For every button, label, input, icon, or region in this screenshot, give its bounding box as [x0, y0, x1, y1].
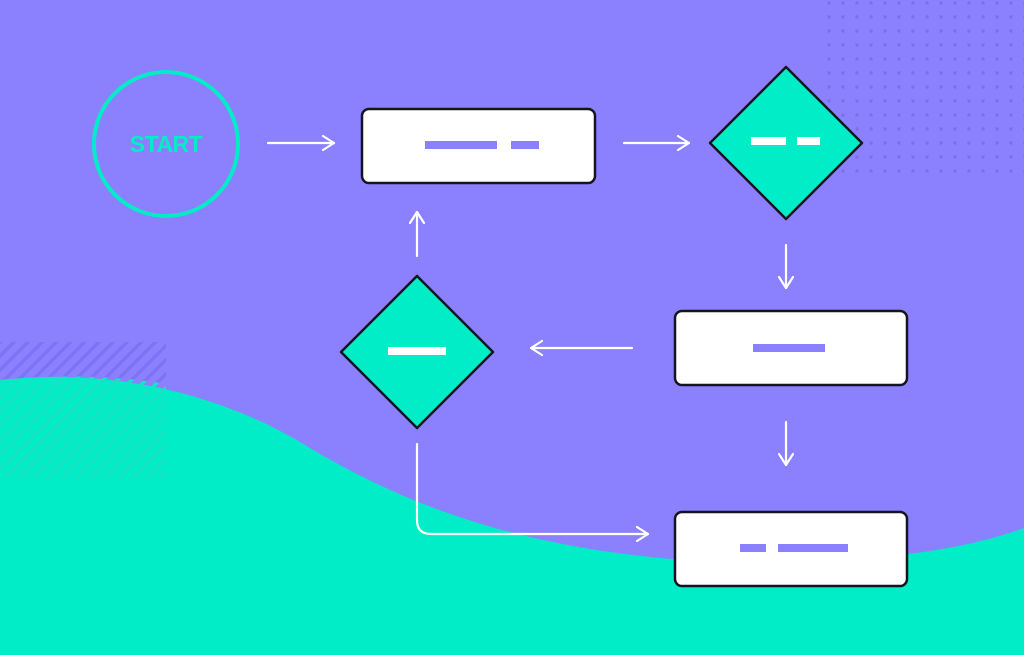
placeholder-bar: [511, 141, 539, 149]
decision-node-1: [708, 65, 864, 221]
placeholder-bar: [753, 344, 825, 352]
process-node-1: [360, 107, 597, 185]
process-node-3: [673, 510, 909, 588]
start-node: START: [92, 70, 240, 218]
connectors: [266, 143, 786, 534]
stripe-pattern-on-wave: [0, 376, 166, 478]
placeholder-bar: [778, 544, 848, 552]
decision-node-2: [339, 274, 495, 430]
placeholder-bar: [425, 141, 497, 149]
start-circle: [92, 70, 240, 218]
placeholder-bar: [797, 137, 820, 145]
placeholder-bar: [751, 137, 786, 145]
process-node-2: [673, 309, 909, 387]
arrow-icon: [415, 442, 650, 534]
placeholder-bar: [388, 347, 446, 355]
start-label: START: [130, 131, 203, 157]
placeholder-bar: [740, 544, 766, 552]
